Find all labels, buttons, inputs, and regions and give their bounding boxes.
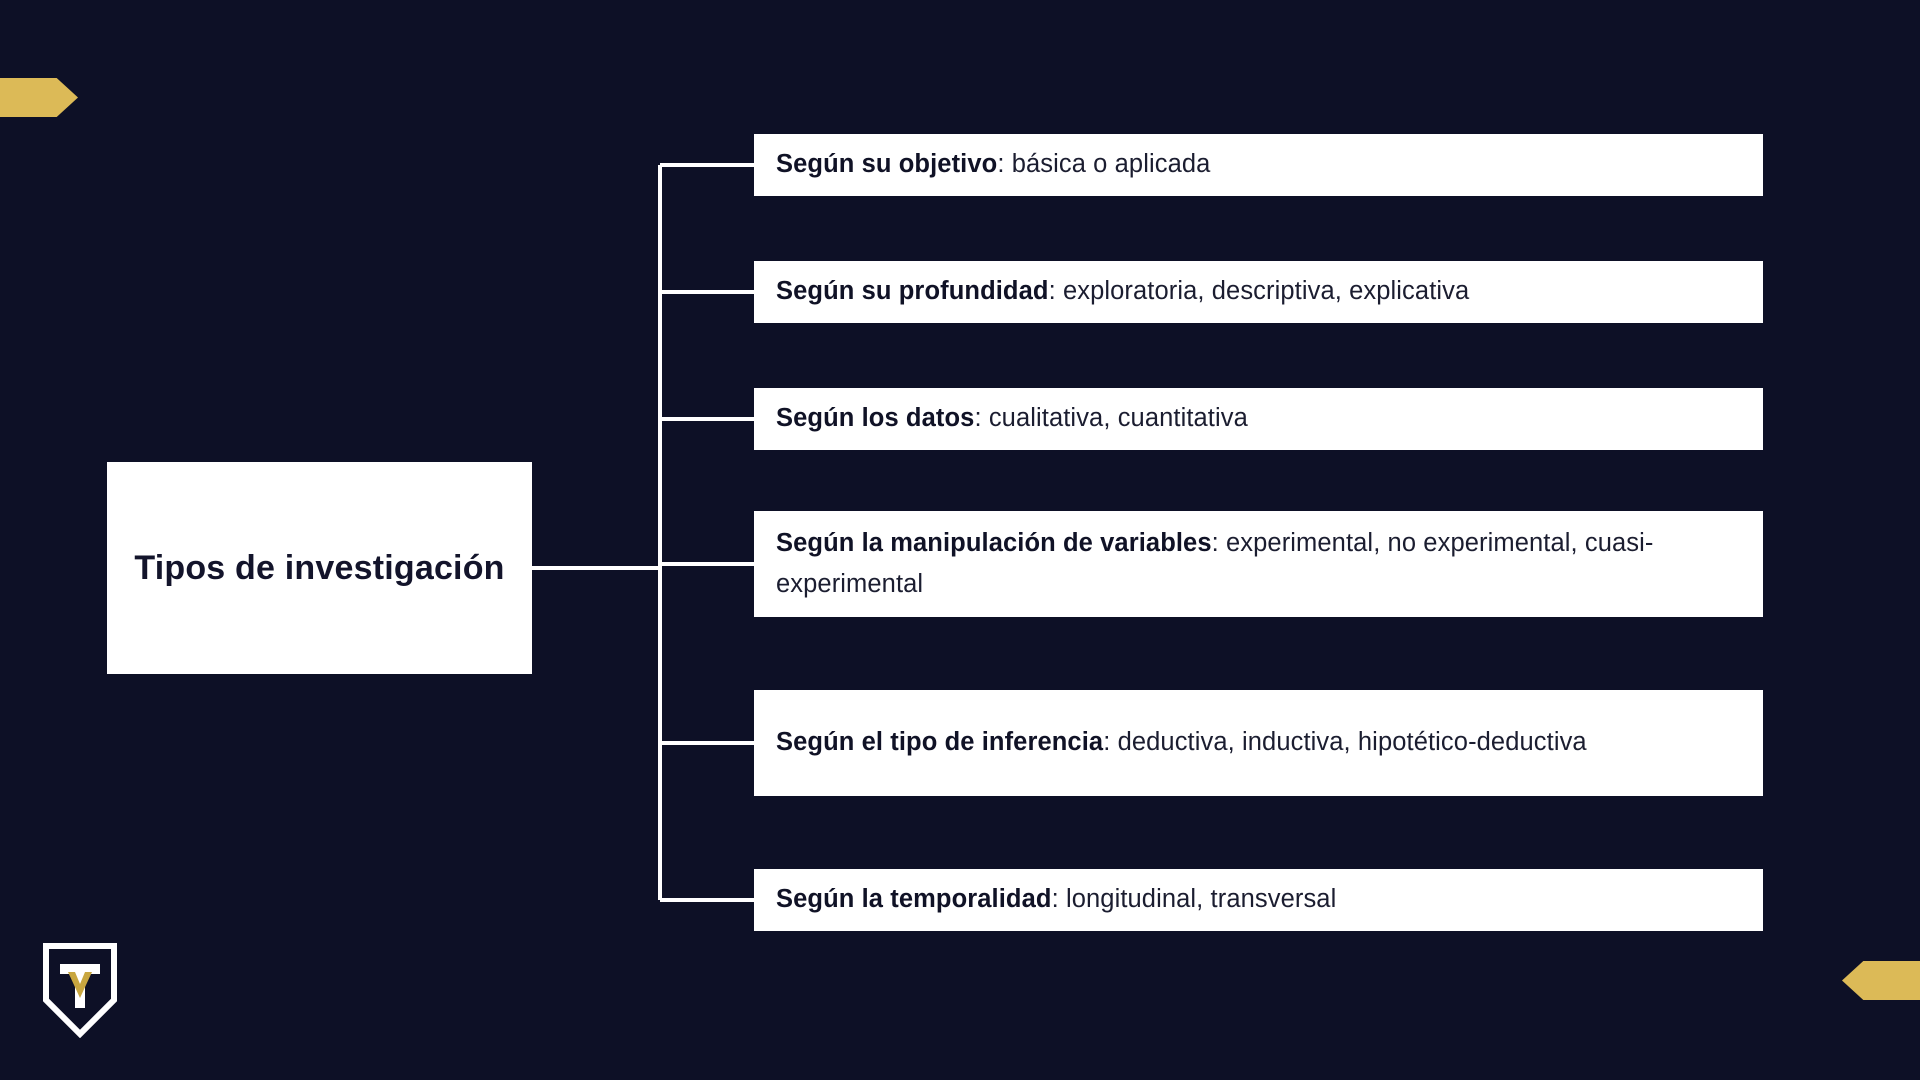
branch-detail-1: exploratoria, descriptiva, explicativa [1062,277,1470,306]
branch-label-2: Según los datos: cualitativa, cuantitati… [754,398,1248,439]
branch-term-1: Según su profundidad [776,277,1049,306]
branch-term-4: Según el tipo de inferencia [776,728,1104,757]
branch-separator-3: : [1211,528,1226,557]
branch-separator-5: : [1051,885,1066,914]
branch-node-1[interactable]: Según su profundidad: exploratoria, desc… [754,261,1763,323]
branch-label-3: Según la manipulación de variables: expe… [754,523,1763,606]
branch-detail-2: cualitativa, cuantitativa [988,404,1248,433]
branch-term-3: Según la manipulación de variables [776,528,1212,557]
branch-label-4: Según el tipo de inferencia: deductiva, … [754,722,1587,763]
root-node-label: Tipos de investigación [134,548,505,587]
branch-detail-5: longitudinal, transversal [1065,885,1337,914]
branch-detail-0: básica o aplicada [1011,150,1211,179]
branch-node-4[interactable]: Según el tipo de inferencia: deductiva, … [754,690,1763,796]
branch-term-0: Según su objetivo [776,150,998,179]
branch-node-5[interactable]: Según la temporalidad: longitudinal, tra… [754,869,1763,931]
branch-separator-0: : [997,150,1012,179]
branch-separator-4: : [1103,728,1118,757]
chevron-left-arrow-icon [1842,961,1920,1000]
chevron-right-arrow-icon [0,78,78,117]
branch-label-5: Según la temporalidad: longitudinal, tra… [754,879,1336,920]
branch-node-2[interactable]: Según los datos: cualitativa, cuantitati… [754,388,1763,450]
branch-separator-2: : [974,404,989,433]
branch-detail-4: deductiva, inductiva, hipotético-deducti… [1117,728,1587,757]
branch-term-5: Según la temporalidad [776,885,1052,914]
branch-term-2: Según los datos [776,404,975,433]
branch-label-0: Según su objetivo: básica o aplicada [754,144,1210,185]
branch-separator-1: : [1048,277,1063,306]
branch-detail-3: experimental, no experimental, cuasi-exp… [776,528,1654,598]
branch-label-1: Según su profundidad: exploratoria, desc… [754,271,1469,312]
shield-tm-logo [43,943,117,1038]
branch-node-0[interactable]: Según su objetivo: básica o aplicada [754,134,1763,196]
root-node[interactable]: Tipos de investigación [107,462,532,674]
branch-node-3[interactable]: Según la manipulación de variables: expe… [754,511,1763,617]
